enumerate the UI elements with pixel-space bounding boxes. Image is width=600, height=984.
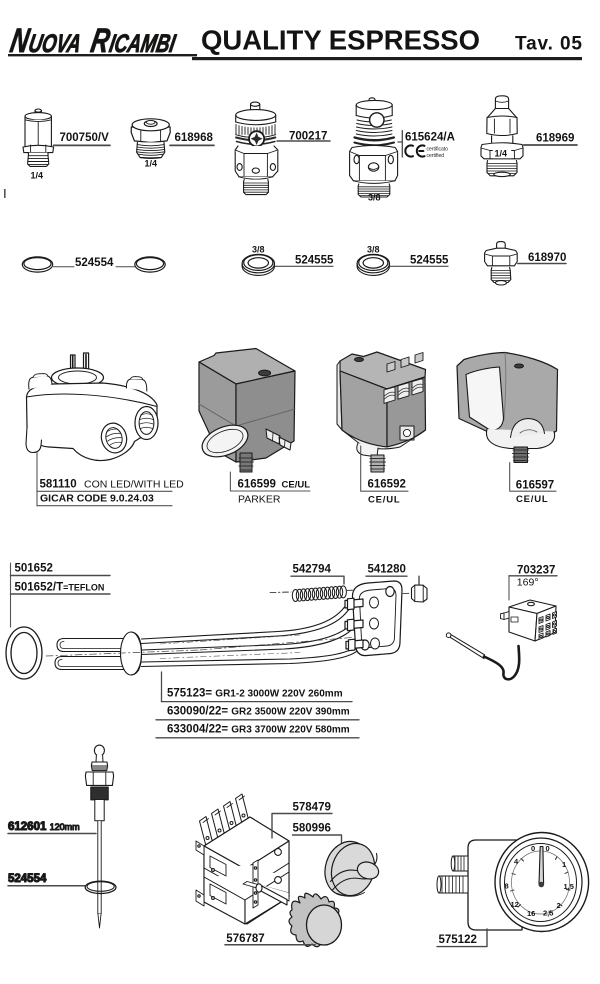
svg-text:616597: 616597 <box>516 479 554 491</box>
svg-text:2,5: 2,5 <box>543 909 553 918</box>
svg-text:CE/UL: CE/UL <box>368 494 401 505</box>
svg-text:578479: 578479 <box>293 802 331 814</box>
svg-text:612601 120mm: 612601 120mm <box>8 821 80 833</box>
svg-text:524554: 524554 <box>75 257 114 269</box>
svg-text:1/4: 1/4 <box>31 171 44 181</box>
svg-text:1,5: 1,5 <box>564 882 574 891</box>
svg-text:524555: 524555 <box>410 255 449 267</box>
svg-text:QUALITY ESPRESSO: QUALITY ESPRESSO <box>201 25 480 56</box>
svg-text:16: 16 <box>527 909 535 918</box>
svg-text:ICAMBI: ICAMBI <box>107 29 178 57</box>
svg-text:524555: 524555 <box>295 255 334 267</box>
svg-text:CON LED/WITH LED: CON LED/WITH LED <box>84 479 184 491</box>
svg-text:3/8: 3/8 <box>368 193 381 203</box>
svg-text:616599: 616599 <box>238 479 276 491</box>
svg-text:501652: 501652 <box>15 563 53 575</box>
svg-text:580996: 580996 <box>293 822 331 834</box>
svg-text:615624/A: 615624/A <box>405 132 455 144</box>
svg-text:UOVA: UOVA <box>26 29 83 57</box>
svg-text:Tav. 05: Tav. 05 <box>515 34 582 55</box>
svg-text:3/8: 3/8 <box>252 245 265 255</box>
svg-text:169°: 169° <box>517 577 539 589</box>
svg-text:501652/T=TEFLON: 501652/T=TEFLON <box>15 582 105 594</box>
svg-text:GICAR CODE 9.0.24.03: GICAR CODE 9.0.24.03 <box>40 493 154 505</box>
svg-text:618968: 618968 <box>175 132 214 144</box>
svg-text:8: 8 <box>505 882 509 891</box>
svg-text:12: 12 <box>511 900 519 909</box>
svg-text:1/4: 1/4 <box>145 159 158 169</box>
svg-text:700217: 700217 <box>289 131 327 143</box>
svg-text:575122: 575122 <box>439 934 477 946</box>
svg-text:CE/UL: CE/UL <box>282 480 311 491</box>
svg-text:0: 0 <box>531 844 535 853</box>
svg-text:576787: 576787 <box>226 933 264 945</box>
svg-text:3/8: 3/8 <box>367 245 380 255</box>
svg-text:630090/22= GR2 3500W 220V 390m: 630090/22= GR2 3500W 220V 390mm <box>167 706 350 718</box>
svg-text:633004/22= GR3 3700W 220V 580m: 633004/22= GR3 3700W 220V 580mm <box>167 724 350 736</box>
svg-text:PARKER: PARKER <box>238 493 281 505</box>
svg-text:4: 4 <box>514 857 519 866</box>
svg-text:618969: 618969 <box>536 133 574 145</box>
svg-text:2: 2 <box>557 901 561 910</box>
svg-text:1: 1 <box>562 860 566 869</box>
svg-text:700750/V: 700750/V <box>60 132 110 144</box>
svg-text:541280: 541280 <box>368 564 406 576</box>
svg-text:certificato: certificato <box>427 147 449 153</box>
svg-text:618970: 618970 <box>528 252 566 264</box>
svg-text:1/4: 1/4 <box>495 149 508 159</box>
svg-text:616592: 616592 <box>368 479 406 491</box>
svg-text:581110: 581110 <box>40 479 77 491</box>
svg-text:524554: 524554 <box>8 873 47 885</box>
svg-text:certified: certified <box>427 153 445 159</box>
svg-text:703237: 703237 <box>517 565 555 577</box>
svg-text:CE/UL: CE/UL <box>516 494 549 505</box>
svg-text:0: 0 <box>546 844 550 853</box>
svg-text:575123= GR1-2 3000W 220V 260mm: 575123= GR1-2 3000W 220V 260mm <box>167 688 343 700</box>
svg-text:542794: 542794 <box>293 564 332 576</box>
